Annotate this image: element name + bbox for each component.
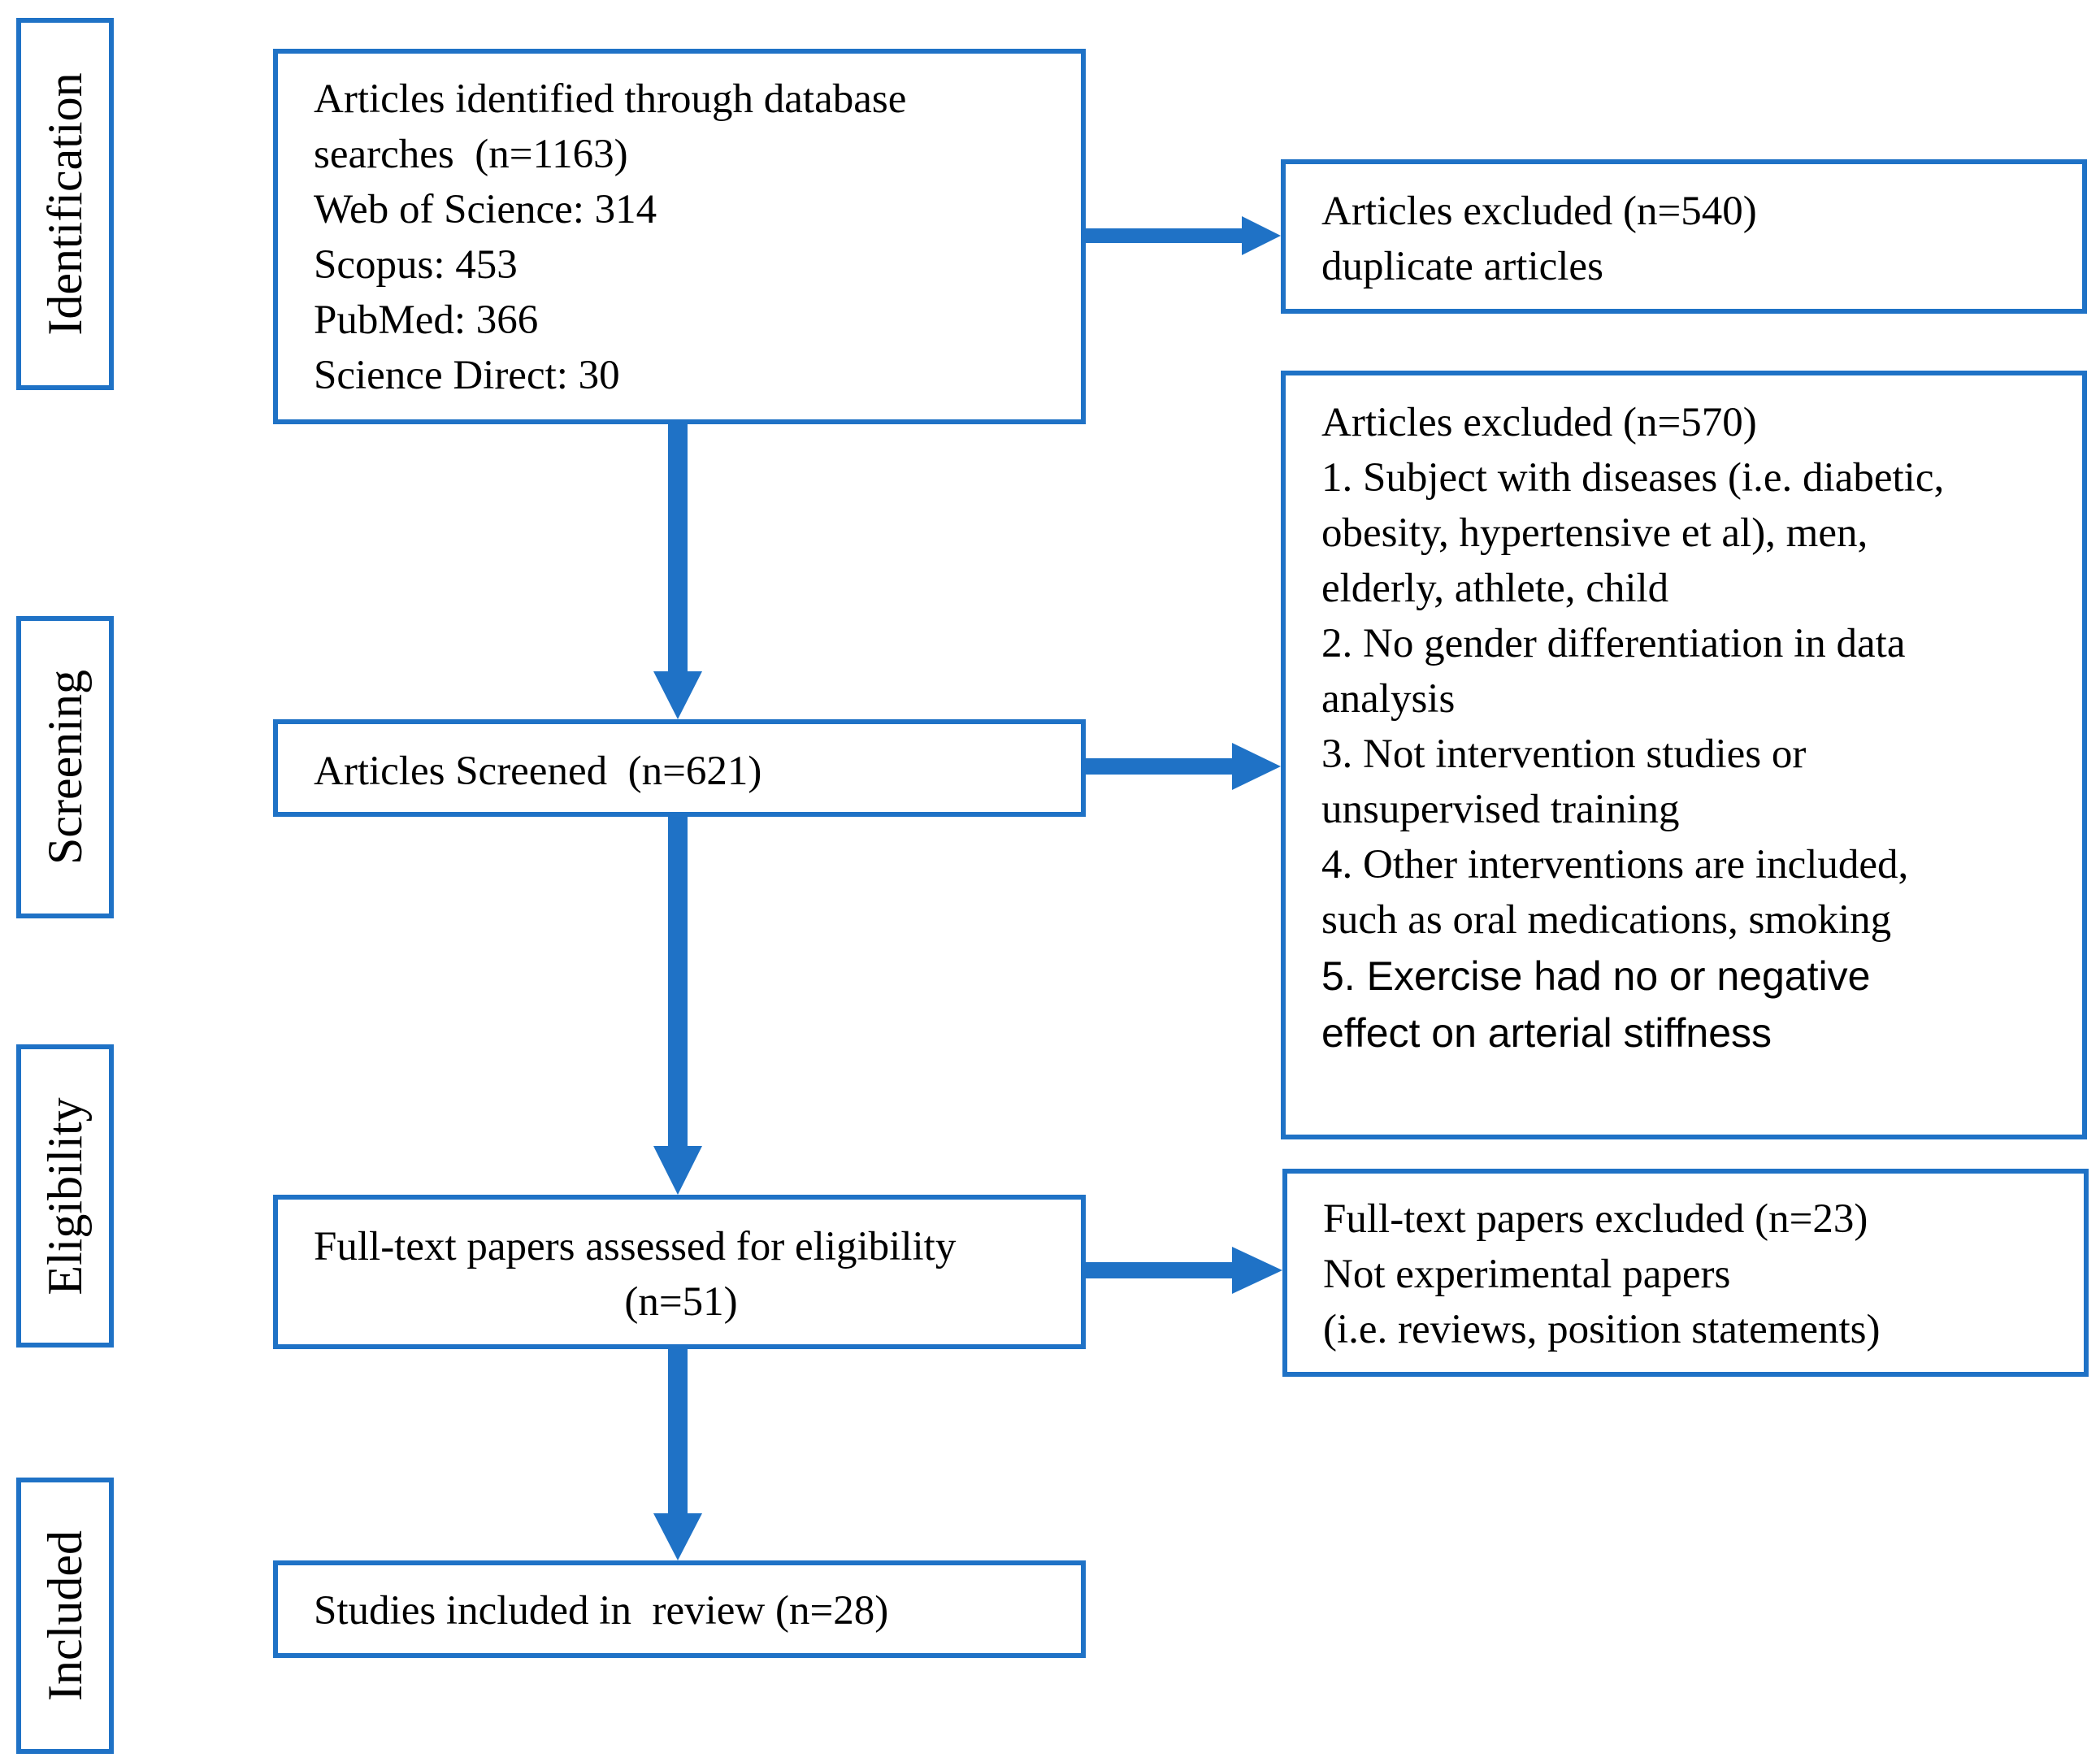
arrow-down-screened [668, 424, 688, 673]
box-line: searches (n=1163) [314, 132, 628, 177]
box-line: Studies included in review (n=28) [314, 1588, 889, 1634]
box-line: (i.e. reviews, position statements) [1323, 1307, 1881, 1352]
box-line: (n=51) [624, 1279, 738, 1325]
identified-box: Articles identified through database sea… [273, 49, 1086, 424]
box-line: elderly, athlete, child [1321, 566, 1669, 611]
box-line: analysis [1321, 676, 1456, 722]
box-line: obesity, hypertensive et al), men, [1321, 510, 1868, 556]
arrow-right-criteria [1086, 758, 1235, 775]
arrow-down-included [668, 1349, 688, 1517]
box-line: unsupervised training [1321, 787, 1680, 832]
box-line: such as oral medications, smoking [1321, 897, 1892, 943]
excluded-duplicates-box: Articles excluded (n=540) duplicate arti… [1281, 159, 2087, 314]
box-line: Articles Screened (n=621) [314, 749, 762, 794]
box-line: Articles excluded (n=540) [1321, 189, 1757, 234]
arrow-right-criteria-head [1232, 743, 1281, 790]
fulltext-box: Full-text papers assessed for eligibilit… [273, 1195, 1086, 1349]
box-line: Scopus: 453 [314, 242, 518, 288]
stage-included: Included [16, 1478, 114, 1754]
arrow-down-fulltext-head [653, 1146, 702, 1195]
box-line: Web of Science: 314 [314, 187, 657, 232]
box-line: Science Direct: 30 [314, 353, 620, 398]
box-line: 4. Other interventions are included, [1321, 842, 1909, 888]
box-line: Not experimental papers [1323, 1252, 1731, 1297]
box-line: 5. Exercise had no or negative [1321, 953, 1871, 999]
box-line: Full-text papers excluded (n=23) [1323, 1196, 1868, 1242]
arrow-right-fulltext-excluded-head [1232, 1247, 1282, 1294]
stage-identification: Identification [16, 18, 114, 390]
arrow-down-fulltext [668, 817, 688, 1148]
box-line: Full-text papers assessed for eligibilit… [314, 1224, 957, 1269]
arrow-right-duplicates-head [1242, 216, 1281, 255]
stage-eligibility: Eligibility [16, 1044, 114, 1348]
arrow-right-duplicates [1086, 228, 1245, 243]
included-box: Studies included in review (n=28) [273, 1560, 1086, 1658]
screened-box: Articles Screened (n=621) [273, 719, 1086, 817]
excluded-fulltext-box: Full-text papers excluded (n=23) Not exp… [1282, 1169, 2089, 1377]
box-line: PubMed: 366 [314, 297, 539, 343]
box-line: duplicate articles [1321, 244, 1603, 289]
box-line: 1. Subject with diseases (i.e. diabetic, [1321, 455, 1945, 501]
box-line: Articles identified through database [314, 76, 907, 122]
box-line: 2. No gender differentiation in data [1321, 621, 1906, 666]
excluded-criteria-box: Articles excluded (n=570) 1. Subject wit… [1281, 371, 2087, 1139]
box-line: effect on arterial stiffness [1321, 1010, 1772, 1056]
arrow-right-fulltext-excluded [1086, 1262, 1235, 1278]
box-line: Articles excluded (n=570) [1321, 400, 1757, 445]
arrow-down-included-head [653, 1513, 702, 1560]
stage-screening: Screening [16, 616, 114, 918]
arrow-down-screened-head [653, 671, 702, 719]
box-line: 3. Not intervention studies or [1321, 731, 1807, 777]
